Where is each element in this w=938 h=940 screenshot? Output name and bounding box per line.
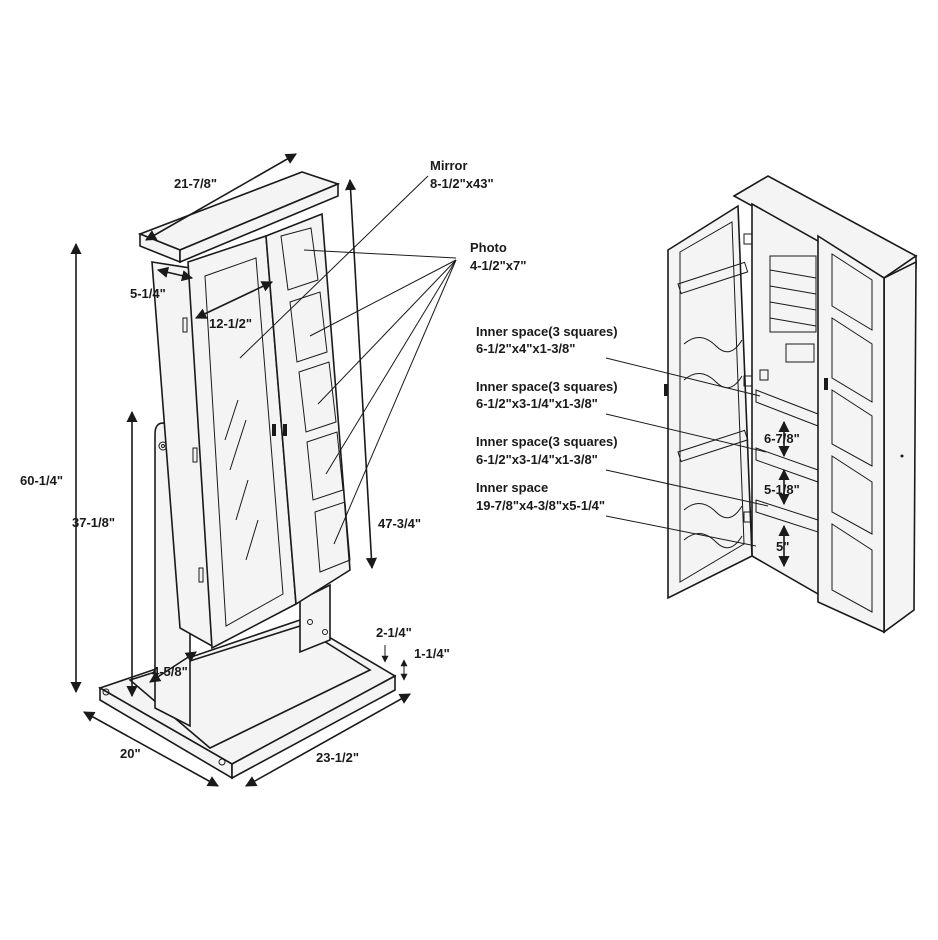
dim-shelf-gap-2: 5-1/8" [764,482,800,497]
dim-shelf-gap-1: 6-7/8" [764,431,800,446]
callout-inner2-title: Inner space(3 squares) [476,379,618,394]
dim-foot-height: 1-1/4" [414,646,450,661]
photo-frame-1 [280,227,319,291]
dim-base-depth: 20" [120,746,141,761]
open-cabinet-drawing [605,175,918,634]
mirror-glass [204,257,284,627]
photo-frame-4 [306,431,344,501]
callout-mirror-size: 8-1/2"x43" [430,176,494,191]
dim-foot-width: 2-1/4" [376,625,412,640]
open-cabinet-side [883,260,917,634]
callout-photo-title: Photo [470,240,507,255]
callout-inner3-size: 6-1/2"x3-1/4"x1-3/8" [476,452,598,467]
callout-mirror-title: Mirror [430,158,468,173]
rear-post [299,583,331,654]
dim-stand-height: 37-1/8" [72,515,115,530]
dim-post-width: 4-5/8" [152,664,188,679]
photo-frame-2 [289,291,328,363]
dim-shelf-gap-3: 5" [776,539,789,554]
earring-grid [759,255,817,381]
dim-depth: 5-1/4" [130,286,166,301]
callout-inner3-title: Inner space(3 squares) [476,434,618,449]
callout-inner4-size: 19-7/8"x4-3/8"x5-1/4" [476,498,605,513]
left-door-hooks [667,204,753,600]
dim-total-height: 60-1/4" [20,473,63,488]
dim-base-width: 23-1/2" [316,750,359,765]
standing-cabinet-drawing [70,153,457,787]
callout-inner1-size: 6-1/2"x4"x1-3/8" [476,341,575,356]
dim-cabinet-height: 47-3/4" [378,516,421,531]
door-handle-icon [272,424,276,436]
inner-compartments [755,389,819,533]
right-door-shelves [817,234,885,634]
callout-inner2-size: 6-1/2"x3-1/4"x1-3/8" [476,396,598,411]
callout-photo-size: 4-1/2"x7" [470,258,526,273]
callout-inner4-title: Inner space [476,480,548,495]
photo-door [265,212,351,606]
photo-frame-3 [298,361,337,433]
callout-inner1-title: Inner space(3 squares) [476,324,618,339]
dim-inner-width: 12-1/2" [209,316,252,331]
dim-top-width: 21-7/8" [174,176,217,191]
